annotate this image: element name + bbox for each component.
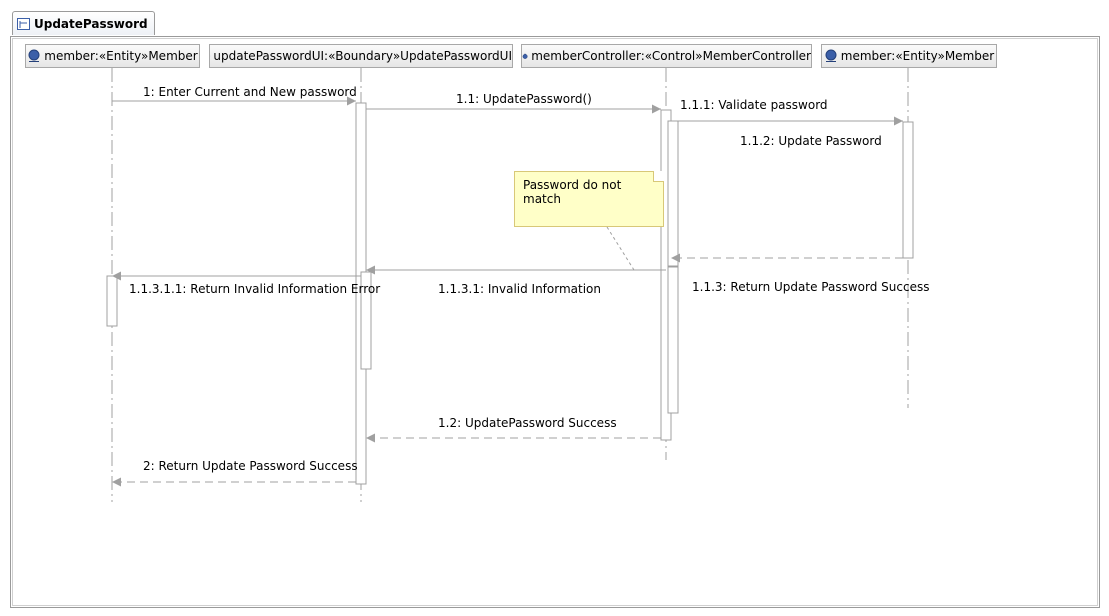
lifeline-label: updatePasswordUI:«Boundary»UpdatePasswor… bbox=[213, 49, 512, 63]
activation-bar bbox=[667, 120, 679, 267]
activation-bar bbox=[902, 121, 914, 259]
entity-icon bbox=[825, 49, 837, 62]
message-label: 1.1.3: Return Update Password Success bbox=[692, 280, 929, 294]
sequence-diagram-icon bbox=[17, 17, 30, 30]
lifeline-label: memberController:«Control»MemberControll… bbox=[531, 49, 811, 63]
diagram-title: UpdatePassword bbox=[34, 16, 148, 31]
lifeline-head-member-controller[interactable]: memberController:«Control»MemberControll… bbox=[521, 44, 812, 68]
note-fold-corner bbox=[653, 171, 664, 182]
lifeline-head-update-password-ui[interactable]: updatePasswordUI:«Boundary»UpdatePasswor… bbox=[209, 44, 513, 68]
entity-icon bbox=[28, 49, 40, 62]
message-label: 1.1.3.1: Invalid Information bbox=[438, 282, 601, 296]
lifeline-head-member[interactable]: member:«Entity»Member bbox=[25, 44, 200, 68]
message-label: 1.1.3.1.1: Return Invalid Information Er… bbox=[129, 282, 380, 296]
comment-note[interactable]: Password do not match bbox=[514, 171, 664, 227]
message-label: 1: Enter Current and New password bbox=[143, 85, 357, 99]
lifeline-head-member-2[interactable]: member:«Entity»Member bbox=[821, 44, 997, 68]
activation-bar bbox=[667, 266, 679, 414]
note-anchor-line bbox=[606, 226, 635, 271]
message-label: 1.1: UpdatePassword() bbox=[456, 92, 592, 106]
activation-bar bbox=[106, 275, 118, 327]
diagram-tab[interactable]: UpdatePassword bbox=[12, 11, 155, 35]
message-label: 2: Return Update Password Success bbox=[143, 459, 358, 473]
diagram-canvas[interactable] bbox=[12, 38, 1098, 606]
message-label: 1.2: UpdatePassword Success bbox=[438, 416, 617, 430]
lifeline-label: member:«Entity»Member bbox=[44, 49, 198, 63]
message-label: 1.1.2: Update Password bbox=[740, 134, 882, 148]
lifeline-label: member:«Entity»Member bbox=[840, 49, 995, 63]
note-text: Password do not match bbox=[523, 178, 622, 206]
control-icon bbox=[522, 53, 528, 59]
message-label: 1.1.1: Validate password bbox=[680, 98, 828, 112]
diagram-frame bbox=[10, 36, 1100, 608]
